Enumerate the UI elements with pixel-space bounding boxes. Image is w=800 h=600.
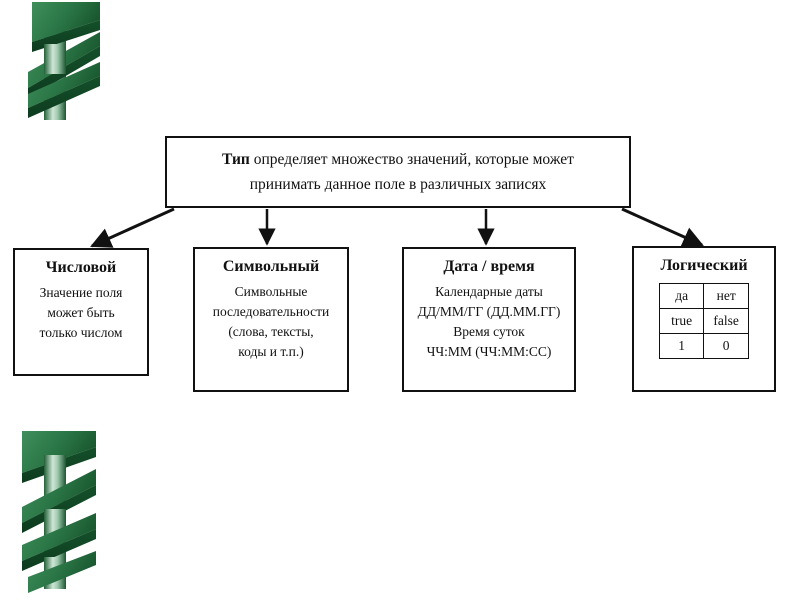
node-numeric-line-1: Значение поля <box>39 285 123 300</box>
logical-truth-table: да нет true false 1 0 <box>658 283 749 359</box>
table-row: true false <box>658 308 749 334</box>
node-numeric: Числовой Значение поля может быть только… <box>13 248 149 376</box>
table-row: 1 0 <box>658 333 749 359</box>
node-numeric-line-3: только числом <box>39 325 123 340</box>
node-datetime-line-1: Календарные даты <box>435 284 543 299</box>
node-datetime-title: Дата / время <box>443 258 535 275</box>
node-numeric-body: Значение поля может быть только числом <box>15 283 147 343</box>
node-character-body: Символьные последовательности (слова, те… <box>195 282 347 362</box>
node-character-line-2: последовательности <box>212 304 330 319</box>
cell-no: нет <box>703 283 749 309</box>
root-line-2: принимать данное поле в различных запися… <box>249 176 547 193</box>
node-logical-title: Логический <box>660 257 748 274</box>
node-numeric-line-2: может быть <box>47 305 115 320</box>
cell-yes: да <box>658 283 705 309</box>
cell-false: false <box>703 308 749 334</box>
node-character-line-3: (слова, тексты, <box>228 324 314 339</box>
root-definition-box: Тип определяет множество значений, котор… <box>165 136 631 208</box>
node-datetime-line-2: ДД/ММ/ГГ (ДД.ММ.ГГ) <box>417 304 561 319</box>
cell-true: true <box>658 308 705 334</box>
node-datetime-body: Календарные даты ДД/ММ/ГГ (ДД.ММ.ГГ) Вре… <box>404 282 574 362</box>
node-character-line-4: коды и т.п.) <box>238 344 304 359</box>
node-datetime-line-4: ЧЧ:ММ (ЧЧ:ММ:СС) <box>426 344 552 359</box>
root-line-1-rest: определяет множество значений, которые м… <box>249 151 574 168</box>
node-character-line-1: Символьные <box>234 284 308 299</box>
root-keyword: Тип <box>222 151 250 168</box>
arrow-to-logical <box>621 207 704 247</box>
node-logical: Логический да нет true false 1 0 <box>632 246 776 392</box>
table-row: да нет <box>658 283 749 309</box>
node-datetime: Дата / время Календарные даты ДД/ММ/ГГ (… <box>402 247 576 392</box>
node-character-title: Символьный <box>222 258 320 275</box>
cell-one: 1 <box>658 333 705 359</box>
root-line-1: Тип определяет множество значений, котор… <box>181 147 615 172</box>
node-numeric-title: Числовой <box>45 259 117 276</box>
node-datetime-line-3: Время суток <box>453 324 525 339</box>
cell-zero: 0 <box>703 333 749 359</box>
node-character: Символьный Символьные последовательности… <box>193 247 349 392</box>
arrow-to-numeric <box>90 207 175 248</box>
